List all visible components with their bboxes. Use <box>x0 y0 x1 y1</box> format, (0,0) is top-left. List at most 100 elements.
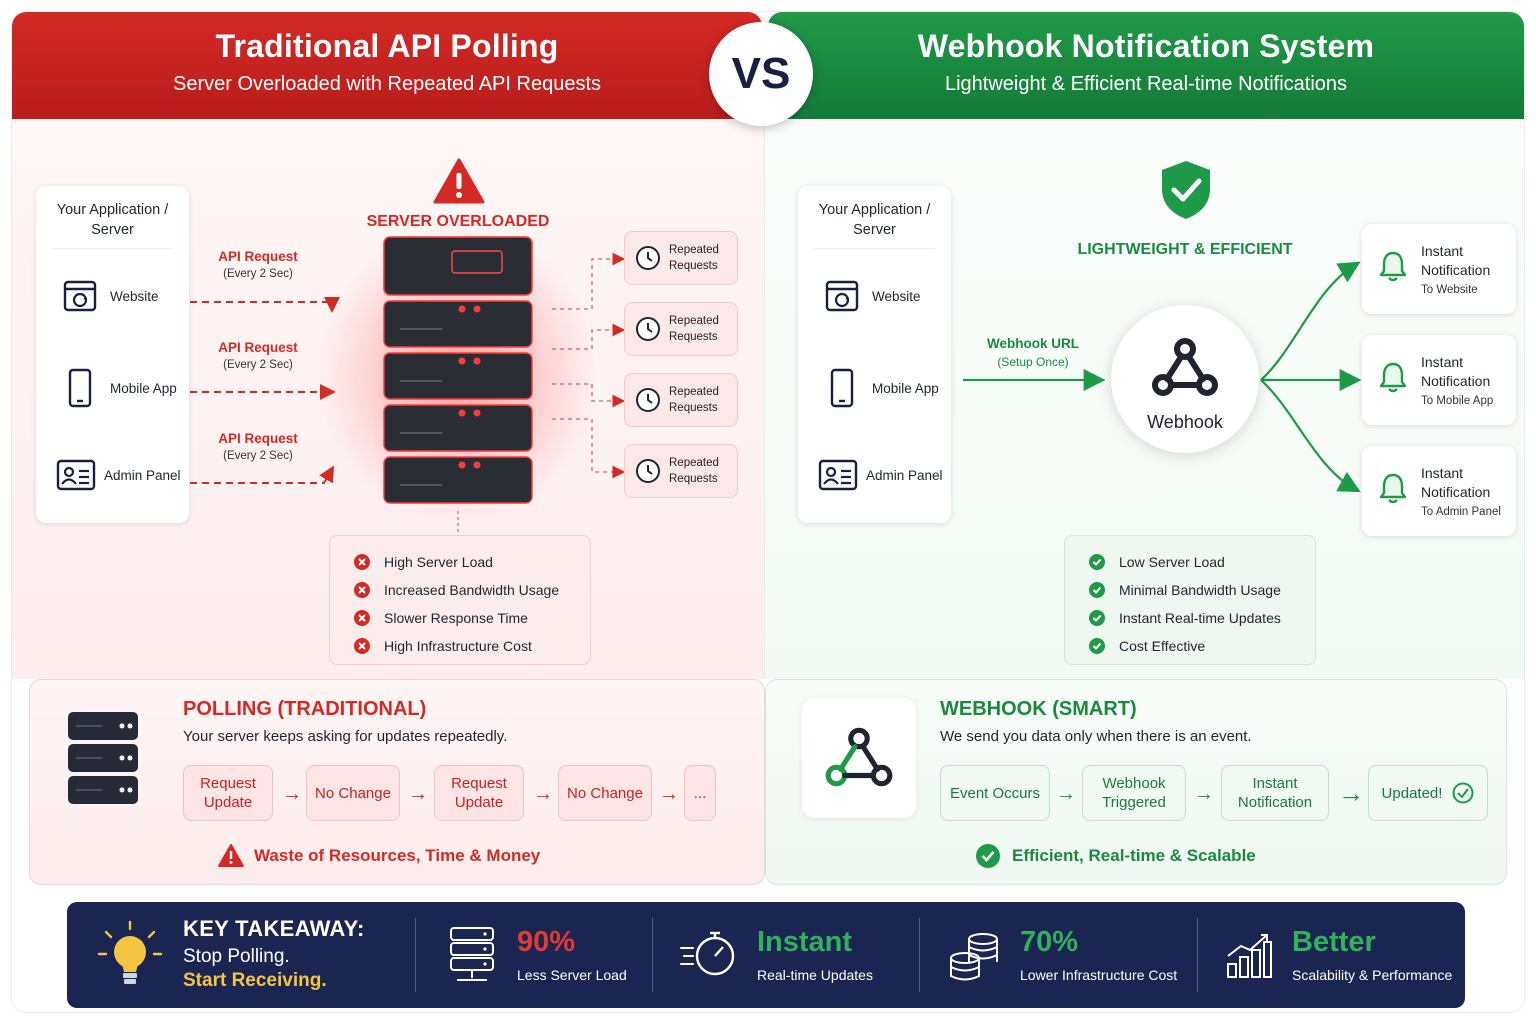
webhook-footer-text: Efficient, Real-time & Scalable <box>1012 846 1256 865</box>
divider <box>52 248 173 249</box>
stat-label: Real-time Updates <box>757 967 873 983</box>
polling-footer-text: Waste of Resources, Time & Money <box>254 845 541 865</box>
polling-subtitle: Server Overloaded with Repeated API Requ… <box>172 73 602 95</box>
divider <box>652 918 653 992</box>
webhook-arrows <box>963 261 1362 493</box>
arrow-right-icon: → <box>1056 783 1076 805</box>
admin-panel-icon <box>816 459 860 491</box>
x-circle-icon <box>354 554 370 570</box>
arrow-right-icon: → <box>1194 783 1214 805</box>
polling-client-card: Your Application / Server Website Mobile… <box>36 186 189 523</box>
client-label: Mobile App <box>110 380 177 396</box>
line: Repeated <box>669 315 719 327</box>
takeaway-text: KEY TAKEAWAY: Stop Polling. Start Receiv… <box>183 916 365 992</box>
webhook-subtitle: Lightweight & Efficient Real-time Notifi… <box>944 73 1348 95</box>
con-item: High Infrastructure Cost <box>354 632 590 660</box>
stat-item: Better Scalability & Performance <box>1292 926 1452 983</box>
stat-item: Instant Real-time Updates <box>757 926 873 983</box>
server-overloaded-label: SERVER OVERLOADED <box>366 213 550 230</box>
polling-cons-list: High Server Load Increased Bandwidth Usa… <box>329 535 591 665</box>
check-circle-icon <box>1452 782 1474 804</box>
polling-title: Traditional API Polling <box>215 28 559 64</box>
line: Notification <box>1421 373 1491 389</box>
polling-step: No Change <box>306 765 400 821</box>
pro-text: Low Server Load <box>1119 554 1225 570</box>
pro-text: Cost Effective <box>1119 638 1206 654</box>
stat-label: Lower Infrastructure Cost <box>1020 967 1178 983</box>
check-circle-icon <box>976 844 1000 868</box>
client-mobile-app: Mobile App <box>36 368 189 408</box>
api-request-title: API Request <box>218 431 298 446</box>
client-label: Mobile App <box>872 380 939 396</box>
lightweight-badge: LIGHTWEIGHT & EFFICIENT <box>1077 241 1293 258</box>
takeaway-heading: KEY TAKEAWAY: <box>183 916 365 941</box>
warning-icon <box>218 844 244 867</box>
key-takeaway-bar: KEY TAKEAWAY: Stop Polling. Start Receiv… <box>67 902 1465 1008</box>
arrow-right-icon: → <box>282 783 302 805</box>
api-request-title: API Request <box>218 340 298 355</box>
infographic: Traditional API Polling Server Overloade… <box>12 12 1524 1012</box>
webhook-hub: Webhook <box>1111 305 1259 453</box>
notification-target: To Website <box>1421 284 1478 296</box>
line: Request <box>200 775 256 792</box>
webhook-step: Event Occurs <box>940 765 1050 821</box>
client-title-line: Your Application / <box>56 202 169 218</box>
client-website: Website <box>798 279 951 313</box>
con-item: Increased Bandwidth Usage <box>354 576 590 604</box>
webhook-header: Webhook Notification System Lightweight … <box>768 12 1524 119</box>
line: Notification <box>1237 794 1313 811</box>
webhook-title: Webhook Notification System <box>917 28 1375 64</box>
line: Request <box>451 775 507 792</box>
line: Event Occurs <box>949 784 1041 802</box>
pro-text: Minimal Bandwidth Usage <box>1119 582 1281 598</box>
line: Notification <box>1421 484 1491 500</box>
con-text: High Server Load <box>384 554 493 570</box>
clock-icon <box>635 458 661 484</box>
pro-item: Instant Real-time Updates <box>1089 604 1315 632</box>
client-title-line: Your Application / <box>818 202 931 218</box>
bell-icon <box>1378 472 1408 509</box>
webhook-logo-icon <box>822 724 896 795</box>
notification-target: To Admin Panel <box>1421 506 1501 518</box>
pro-item: Cost Effective <box>1089 632 1315 660</box>
arrow-right-icon: → <box>659 783 679 805</box>
stat-value: 70% <box>1020 926 1079 958</box>
takeaway-line: Start Receiving. <box>183 970 327 991</box>
website-icon <box>58 279 102 313</box>
line: No Change <box>567 784 643 802</box>
stat-value: Better <box>1292 926 1376 958</box>
client-card-title: Your Application / Server <box>36 200 189 240</box>
pro-item: Minimal Bandwidth Usage <box>1089 576 1315 604</box>
stat-value: 90% <box>517 926 576 958</box>
arrow-right-icon: → <box>408 783 428 805</box>
client-website: Website <box>36 279 189 313</box>
webhook-url-sub: (Setup Once) <box>997 355 1069 369</box>
line: Repeated <box>669 244 719 256</box>
server-stack-icon <box>66 710 140 811</box>
website-icon <box>820 279 864 313</box>
client-label: Admin Panel <box>104 467 181 483</box>
divider <box>415 918 416 992</box>
line: Update <box>203 794 253 811</box>
coins-icon <box>949 932 1001 987</box>
stopwatch-icon <box>679 930 739 983</box>
webhook-hub-label: Webhook <box>1147 412 1223 432</box>
api-request-label: API Request (Every 2 Sec) <box>188 340 328 371</box>
webhook-pros-list: Low Server Load Minimal Bandwidth Usage … <box>1064 535 1316 665</box>
arrow-right-icon: → <box>533 783 553 805</box>
line: Instant <box>1421 354 1464 370</box>
api-request-interval: (Every 2 Sec) <box>223 450 293 462</box>
stat-value: Instant <box>757 926 853 958</box>
stat-item: 70% Lower Infrastructure Cost <box>1020 926 1177 983</box>
webhook-logo-icon <box>1149 335 1221 404</box>
